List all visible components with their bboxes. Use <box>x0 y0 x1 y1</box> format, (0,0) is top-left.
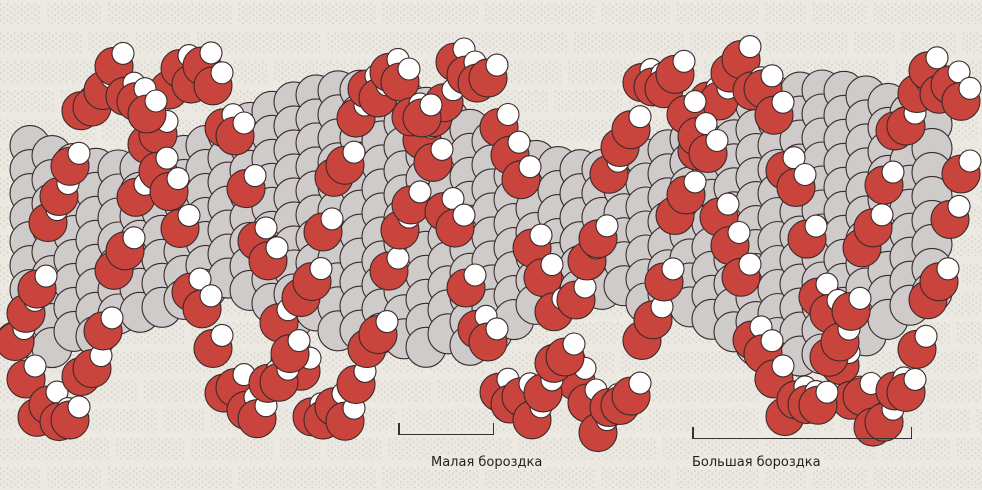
backbone-hydrogen-atom <box>486 318 508 340</box>
backbone-hydrogen-atom <box>387 247 409 269</box>
backbone-hydrogen-atom <box>684 91 706 113</box>
backbone-hydrogen-atom <box>420 94 442 116</box>
backbone-hydrogen-atom <box>409 181 431 203</box>
backbone-hydrogen-atom <box>68 396 90 418</box>
backbone-hydrogen-atom <box>288 330 310 352</box>
backbone-hydrogen-atom <box>761 330 783 352</box>
backbone-hydrogen-atom <box>508 131 530 153</box>
backbone-hydrogen-atom <box>24 355 46 377</box>
backbone-hydrogen-atom <box>145 90 167 112</box>
backbone-hydrogen-atom <box>849 287 871 309</box>
major-groove-bracket <box>692 426 912 439</box>
minor-groove-label: Малая бороздка <box>429 455 544 470</box>
backbone-hydrogen-atom <box>805 215 827 237</box>
backbone-hydrogen-atom <box>398 58 420 80</box>
backbone-hydrogen-atom <box>739 253 761 275</box>
backbone-hydrogen-atom <box>662 258 684 280</box>
backbone-hydrogen-atom <box>376 311 398 333</box>
backbone-hydrogen-atom <box>761 65 783 87</box>
backbone-hydrogen-atom <box>959 77 981 99</box>
backbone-hydrogen-atom <box>464 264 486 286</box>
backbone-hydrogen-atom <box>211 324 233 346</box>
backbone-hydrogen-atom <box>112 42 134 64</box>
backbone-hydrogen-atom <box>706 130 728 152</box>
backbone-hydrogen-atom <box>673 50 695 72</box>
backbone-hydrogen-atom <box>629 372 651 394</box>
backbone-hydrogen-atom <box>904 368 926 390</box>
backbone-hydrogen-atom <box>200 42 222 64</box>
backbone-hydrogen-atom <box>35 265 57 287</box>
backbone-hydrogen-atom <box>816 381 838 403</box>
backbone-hydrogen-atom <box>497 104 519 126</box>
backbone-hydrogen-atom <box>948 195 970 217</box>
backbone-hydrogen-atom <box>772 355 794 377</box>
backbone-hydrogen-atom <box>233 112 255 134</box>
backbone-hydrogen-atom <box>453 204 475 226</box>
backbone-hydrogen-atom <box>101 307 123 329</box>
backbone-hydrogen-atom <box>123 227 145 249</box>
backbone-hydrogen-atom <box>959 150 981 172</box>
backbone-hydrogen-atom <box>882 161 904 183</box>
backbone-hydrogen-atom <box>937 258 959 280</box>
backbone-hydrogen-atom <box>717 193 739 215</box>
backbone-hydrogen-atom <box>629 106 651 128</box>
minor-groove-bracket <box>398 422 494 435</box>
backbone-hydrogen-atom <box>519 156 541 178</box>
backbone-hydrogen-atom <box>915 325 937 347</box>
backbone-hydrogen-atom <box>321 208 343 230</box>
backbone-hydrogen-atom <box>541 254 563 276</box>
backbone-hydrogen-atom <box>178 204 200 226</box>
backbone-hydrogen-atom <box>244 165 266 187</box>
backbone-hydrogen-atom <box>68 142 90 164</box>
backbone-hydrogen-atom <box>431 138 453 160</box>
backbone-hydrogen-atom <box>794 164 816 186</box>
backbone-hydrogen-atom <box>563 333 585 355</box>
backbone-hydrogen-atom <box>200 285 222 307</box>
backbone-hydrogen-atom <box>255 217 277 239</box>
backbone-hydrogen-atom <box>772 91 794 113</box>
backbone-hydrogen-atom <box>343 141 365 163</box>
backbone-hydrogen-atom <box>728 222 750 244</box>
backbone-hydrogen-atom <box>871 204 893 226</box>
backbone-hydrogen-atom <box>596 215 618 237</box>
backbone-hydrogen-atom <box>310 258 332 280</box>
backbone-hydrogen-atom <box>530 224 552 246</box>
backbone-hydrogen-atom <box>211 62 233 84</box>
backbone-hydrogen-atom <box>684 171 706 193</box>
backbone-hydrogen-atom <box>266 237 288 259</box>
major-groove-label: Большая бороздка <box>690 455 823 470</box>
backbone-hydrogen-atom <box>156 147 178 169</box>
backbone-hydrogen-atom <box>739 36 761 58</box>
backbone-hydrogen-atom <box>486 54 508 76</box>
backbone-hydrogen-atom <box>926 47 948 69</box>
backbone-hydrogen-atom <box>167 168 189 190</box>
